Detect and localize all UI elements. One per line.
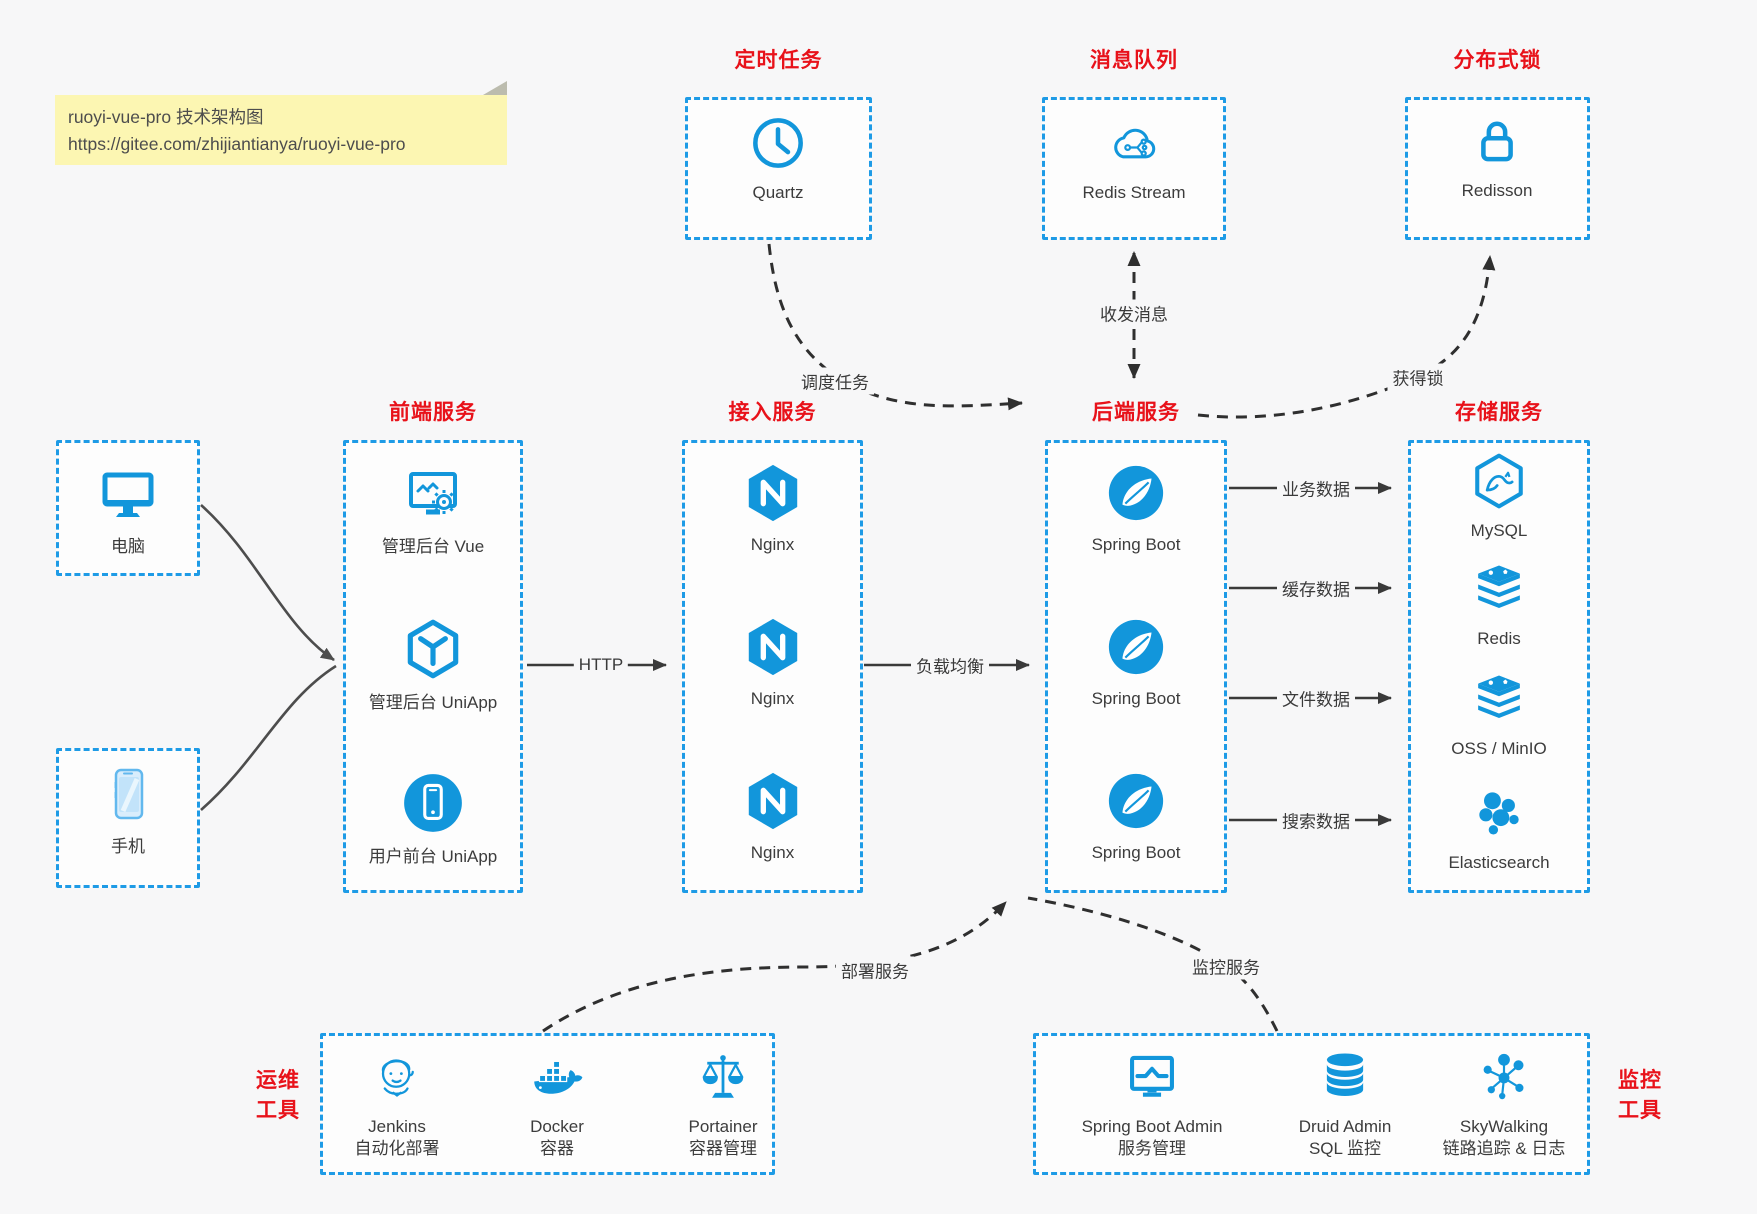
- note-title: ruoyi-vue-pro 技术架构图: [68, 107, 264, 127]
- redis-stack-icon: [1470, 560, 1528, 618]
- edge-pc-to-frontend: [200, 504, 335, 662]
- node-oss-minio: OSS / MinIO: [1413, 670, 1585, 760]
- nginx-icon: [742, 770, 804, 832]
- node-docker: Docker 容器: [482, 1050, 632, 1160]
- nginx-icon: [742, 462, 804, 524]
- edge-label-business-data: 业务数据: [1277, 474, 1355, 502]
- edge-label-send-receive: 收发消息: [1095, 299, 1173, 327]
- edge-label-cache-data: 缓存数据: [1277, 574, 1355, 602]
- node-nginx-3: Nginx: [687, 770, 858, 864]
- lock-icon: [1468, 112, 1526, 170]
- monitoring-box: [1033, 1033, 1590, 1175]
- monitor-pulse-icon: [1122, 1048, 1182, 1106]
- docker-whale-icon: [528, 1050, 586, 1106]
- edge-label-file-data: 文件数据: [1277, 684, 1355, 712]
- edge-deploy-line: [542, 900, 1008, 1033]
- edge-label-load-balance: 负载均衡: [911, 651, 989, 679]
- node-pc: 电脑: [63, 462, 193, 558]
- note-url: https://gitee.com/zhijiantianya/ruoyi-vu…: [68, 134, 406, 154]
- node-nginx-2: Nginx: [687, 616, 858, 710]
- mq-box: [1042, 97, 1226, 240]
- dlock-box: [1405, 97, 1590, 240]
- smartphone-icon: [96, 762, 160, 826]
- label-monitoring: 监控 工具: [1618, 1069, 1662, 1122]
- node-spring-boot-3: Spring Boot: [1050, 770, 1222, 864]
- note-fold-corner: [483, 81, 507, 95]
- spring-boot-icon: [1105, 462, 1167, 524]
- node-portainer: Portainer 容器管理: [640, 1050, 806, 1160]
- skywalking-network-icon: [1475, 1048, 1533, 1106]
- node-redis: Redis: [1413, 560, 1585, 650]
- node-druid-admin: Druid Admin SQL 监控: [1262, 1048, 1428, 1160]
- admin-monitor-gear-icon: [401, 462, 465, 526]
- edge-label-deploy: 部署服务: [836, 956, 914, 984]
- desktop-icon: [96, 462, 160, 526]
- node-jenkins: Jenkins 自动化部署: [322, 1050, 472, 1160]
- node-skywalking: SkyWalking 链路追踪 & 日志: [1416, 1048, 1592, 1160]
- node-spring-boot-1: Spring Boot: [1050, 462, 1222, 556]
- storage-stack-icon: [1470, 670, 1528, 728]
- clock-icon: [749, 114, 807, 172]
- spring-boot-icon: [1105, 616, 1167, 678]
- label-storage: 存储服务: [1455, 401, 1543, 424]
- node-user-uniapp: 用户前台 UniApp: [348, 770, 518, 868]
- edge-label-http: HTTP: [573, 654, 629, 676]
- node-nginx-1: Nginx: [687, 462, 858, 556]
- label-scheduler: 定时任务: [734, 49, 823, 72]
- label-dlock: 分布式锁: [1453, 49, 1542, 72]
- edge-label-search-data: 搜索数据: [1277, 806, 1355, 834]
- node-quartz: Quartz: [703, 114, 853, 204]
- node-spring-boot-admin: Spring Boot Admin 服务管理: [1057, 1048, 1247, 1160]
- edge-phone-to-frontend: [200, 664, 337, 811]
- label-gateway: 接入服务: [728, 401, 817, 424]
- node-elasticsearch: Elasticsearch: [1413, 782, 1585, 874]
- phone-app-circle-icon: [400, 770, 466, 836]
- edge-acquire-lock-line: [1197, 255, 1496, 419]
- database-icon: [1316, 1048, 1374, 1106]
- spring-boot-icon: [1105, 770, 1167, 832]
- devops-box: [320, 1033, 775, 1175]
- node-redis-stream: Redis Stream: [1059, 118, 1209, 204]
- elasticsearch-cluster-icon: [1469, 782, 1529, 842]
- portainer-scales-icon: [695, 1050, 751, 1106]
- node-admin-vue: 管理后台 Vue: [348, 462, 518, 558]
- mysql-icon: [1470, 452, 1528, 510]
- node-mysql: MySQL: [1413, 452, 1585, 542]
- edge-label-monitor: 监控服务: [1187, 952, 1265, 980]
- label-devops: 运维 工具: [256, 1069, 300, 1122]
- jenkins-icon: [369, 1050, 425, 1106]
- cloud-share-icon: [1106, 118, 1162, 172]
- node-redisson: Redisson: [1422, 112, 1572, 202]
- label-mq: 消息队列: [1090, 49, 1178, 72]
- label-backend: 后端服务: [1092, 401, 1180, 424]
- edge-label-acquire-lock: 获得锁: [1387, 363, 1449, 391]
- nginx-icon: [742, 616, 804, 678]
- node-admin-uniapp: 管理后台 UniApp: [348, 616, 518, 714]
- node-spring-boot-2: Spring Boot: [1050, 616, 1222, 710]
- sticky-note: ruoyi-vue-pro 技术架构图 https://gitee.com/zh…: [55, 81, 507, 165]
- node-phone: 手机: [63, 762, 193, 858]
- edge-label-schedule: 调度任务: [796, 367, 874, 395]
- cube-icon: [400, 616, 466, 682]
- label-frontend: 前端服务: [389, 401, 477, 424]
